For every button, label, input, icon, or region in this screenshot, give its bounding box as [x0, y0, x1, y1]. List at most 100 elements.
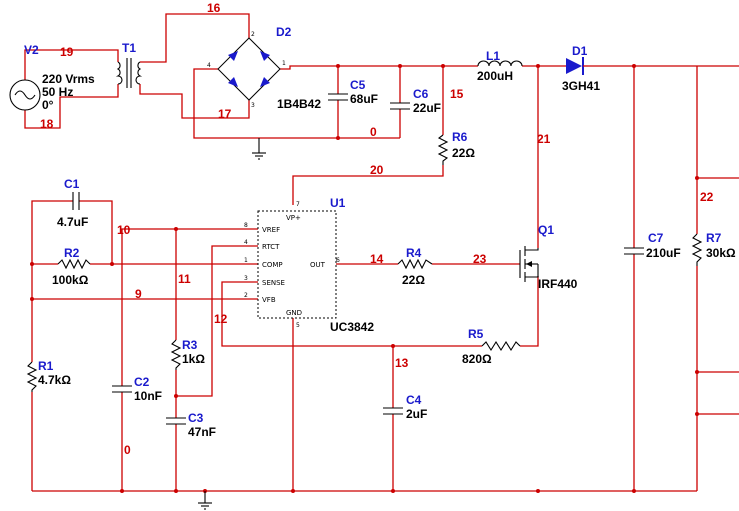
component-value-d2: 1B4B42 — [277, 97, 321, 111]
component-ref-r5: R5 — [468, 327, 484, 341]
component-value-r6: 22Ω — [452, 146, 475, 160]
component-ref-r4: R4 — [406, 246, 422, 260]
junction — [695, 370, 699, 374]
junction — [174, 489, 178, 493]
component-ref-c7: C7 — [648, 231, 664, 245]
component-value-q1: IRF440 — [538, 277, 578, 291]
r1-resistor-symbol — [26, 361, 38, 392]
junction — [336, 64, 340, 68]
component-value-c3: 47nF — [188, 425, 216, 439]
wire-net-19 — [24, 49, 119, 80]
junctions — [30, 64, 699, 493]
component-value-r1: 4.7kΩ — [38, 373, 71, 387]
u1-pin-vref-label: VREF — [262, 226, 280, 234]
net-label: 22 — [700, 190, 714, 204]
component-value-r7: 30kΩ — [706, 246, 736, 260]
u1-pins: VREF 8 RTCT 4 COMP 1 SENSE 3 VFB 2 VP+ 7… — [244, 201, 340, 329]
wire-c1-right — [79, 200, 113, 264]
q1-mosfet-symbol — [519, 246, 539, 282]
component-ref-c6: C6 — [413, 87, 429, 101]
junction — [30, 297, 34, 301]
t1-transformer-symbol — [115, 58, 143, 88]
net-label: 12 — [214, 312, 228, 326]
junction — [441, 64, 445, 68]
component-value-r2: 100kΩ — [52, 273, 89, 287]
junction — [398, 64, 402, 68]
net-label: 14 — [370, 252, 384, 266]
component-value-c5: 68uF — [350, 92, 378, 106]
component-ref-d2: D2 — [276, 25, 292, 39]
net-label: 11 — [178, 272, 191, 286]
wire-bridge-minus — [193, 68, 400, 139]
junction — [110, 262, 114, 266]
component-ref-u1: U1 — [330, 196, 346, 210]
component-value-c7: 210uF — [646, 246, 681, 260]
component-ref-c3: C3 — [188, 411, 204, 425]
bridge-pin-2: 2 — [251, 31, 255, 38]
component-ref-c5: C5 — [350, 78, 366, 92]
wire-net-10 — [121, 228, 258, 386]
u1-pin-sense-label: SENSE — [262, 279, 285, 287]
r4-resistor-symbol — [397, 258, 433, 270]
u1-pin-comp-label: COMP — [262, 261, 283, 269]
r5-resistor-symbol — [481, 340, 521, 352]
component-symbols — [9, 37, 703, 510]
u1-pin-out-number: 6 — [336, 257, 340, 264]
u1-pin-vfb-label: VFB — [262, 296, 276, 304]
u1-pin-gnd-number: 5 — [296, 322, 300, 329]
net-label: 23 — [473, 252, 487, 266]
component-value-c6: 22uF — [413, 101, 441, 115]
bridge-pin-numbers: 1 2 3 4 — [207, 31, 286, 109]
u1-pin-gnd-label: GND — [286, 309, 302, 317]
u1-pin-rtct-label: RTCT — [262, 243, 280, 251]
junction — [336, 136, 340, 140]
d2-bridge-symbol — [217, 37, 281, 101]
net-label: 19 — [60, 45, 74, 59]
component-value-r3: 1kΩ — [182, 352, 205, 366]
bridge-pin-4: 4 — [207, 62, 211, 69]
component-ref-r6: R6 — [452, 130, 468, 144]
component-value-v2: 50 Hz — [42, 85, 73, 99]
component-value-u1: UC3842 — [330, 320, 374, 334]
ground-icon — [198, 491, 212, 510]
u1-pin-comp-number: 1 — [244, 257, 248, 264]
junction — [391, 344, 395, 348]
d1-diode-symbol — [566, 57, 588, 75]
net-label: 0 — [124, 443, 131, 457]
net-label: 21 — [537, 132, 551, 146]
net-label: 17 — [218, 107, 232, 121]
wire-net-12 — [221, 281, 482, 347]
c1-capacitor-symbol — [72, 192, 80, 210]
u1-ic-body — [257, 210, 337, 319]
component-ref-r3: R3 — [182, 338, 198, 352]
wire-net-20 — [292, 165, 444, 205]
component-value-d1: 3GH41 — [562, 79, 600, 93]
junction — [536, 64, 540, 68]
component-value-c1: 4.7uF — [57, 215, 88, 229]
component-ref-d1: D1 — [572, 44, 588, 58]
u1-pin-vref-number: 8 — [244, 222, 248, 229]
c3-capacitor-symbol — [166, 417, 186, 425]
wire-q1-source — [520, 276, 539, 347]
c6-capacitor-symbol — [390, 102, 410, 110]
wire-bridge-plus — [280, 65, 478, 70]
component-value-c2: 10nF — [134, 389, 162, 403]
component-value-r5: 820Ω — [462, 352, 492, 366]
r7-resistor-symbol — [691, 233, 703, 266]
u1-pin-rtct-number: 4 — [244, 239, 248, 246]
net-label: 20 — [370, 163, 384, 177]
component-ref-r2: R2 — [64, 246, 80, 260]
component-ref-t1: T1 — [122, 41, 136, 55]
wire-net-16 — [140, 13, 250, 63]
junction — [174, 227, 178, 231]
bridge-pin-1: 1 — [282, 60, 286, 67]
v2-ac-source-symbol — [9, 79, 41, 111]
r2-resistor-symbol — [57, 258, 91, 270]
wires — [24, 13, 739, 492]
component-ref-r7: R7 — [706, 231, 722, 245]
c2-capacitor-symbol — [112, 385, 132, 393]
junction — [291, 489, 295, 493]
junction — [536, 489, 540, 493]
